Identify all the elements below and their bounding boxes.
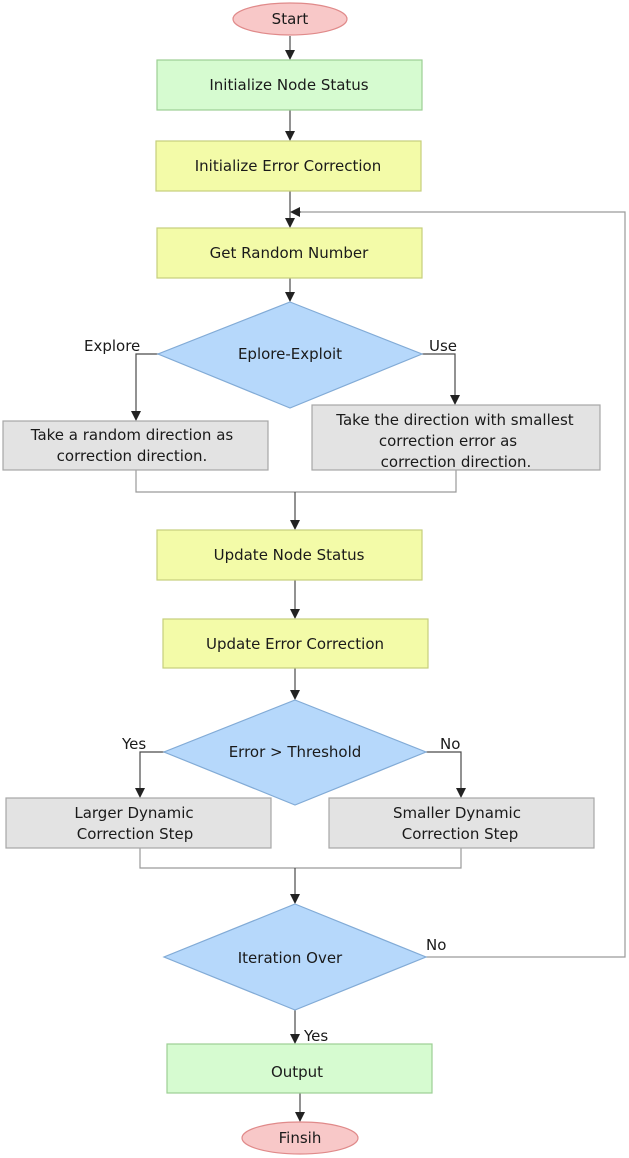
smallest-direction-line-1: Take the direction with smallest — [335, 411, 573, 429]
smaller-step-line-1: Smaller Dynamic — [393, 804, 521, 822]
threshold-yes-label: Yes — [121, 735, 146, 753]
init-error-box — [155, 140, 422, 192]
explore-label: Explore — [84, 337, 140, 355]
edge-smaller-step-merge — [295, 848, 462, 869]
finish-terminal — [241, 1121, 359, 1155]
edges — [131, 36, 626, 1122]
iteration-label: Iteration Over — [238, 949, 343, 967]
edge-random-dir-merge — [135, 470, 295, 493]
edge-iteration-no-loop — [301, 211, 626, 958]
larger-step-line-1: Larger Dynamic — [74, 804, 193, 822]
random-direction-box — [2, 420, 269, 471]
get-random-label: Get Random Number — [210, 244, 369, 262]
explore-exploit-label: Eplore-Exploit — [238, 345, 342, 363]
edge-threshold-no-branch — [426, 751, 466, 798]
smaller-step-line-2: Correction Step — [402, 825, 519, 843]
edge-labels: Explore Use Yes No No Yes — [84, 337, 460, 1045]
edge-explore-branch — [131, 353, 160, 421]
update-error-box — [162, 618, 429, 669]
larger-step-line-2: Correction Step — [77, 825, 194, 843]
init-error-label: Initialize Error Correction — [195, 157, 381, 175]
edge-smallest-dir-merge — [295, 470, 457, 493]
smallest-direction-line-3: correction direction. — [381, 453, 532, 471]
get-random-box — [156, 227, 423, 279]
larger-step-box — [5, 797, 272, 849]
edge-use-branch — [422, 353, 460, 405]
edge-threshold-yes-branch — [135, 751, 165, 798]
init-status-box — [156, 59, 423, 111]
init-status-label: Initialize Node Status — [209, 76, 368, 94]
random-direction-line-2: correction direction. — [57, 447, 208, 465]
edge-larger-step-merge — [139, 848, 295, 869]
finish-label: Finsih — [279, 1129, 322, 1147]
output-box — [166, 1043, 433, 1094]
update-status-label: Update Node Status — [214, 546, 365, 564]
use-label: Use — [429, 337, 457, 355]
update-error-label: Update Error Correction — [206, 635, 384, 653]
threshold-label: Error > Threshold — [229, 743, 362, 761]
smallest-direction-line-2: correction error as — [379, 432, 517, 450]
smaller-step-box — [328, 797, 595, 849]
start-label: Start — [272, 10, 309, 28]
smallest-direction-box — [311, 404, 601, 471]
random-direction-line-1: Take a random direction as — [30, 426, 234, 444]
threshold-no-label: No — [440, 735, 460, 753]
iteration-no-label: No — [426, 936, 446, 954]
start-terminal — [232, 2, 348, 36]
iteration-decision — [162, 903, 428, 1011]
output-label: Output — [271, 1063, 323, 1081]
update-status-box — [156, 529, 423, 581]
threshold-decision — [162, 699, 428, 806]
nodes: Start Initialize Node Status Initialize … — [2, 2, 601, 1155]
explore-exploit-decision — [156, 301, 424, 409]
iteration-yes-label: Yes — [303, 1027, 328, 1045]
